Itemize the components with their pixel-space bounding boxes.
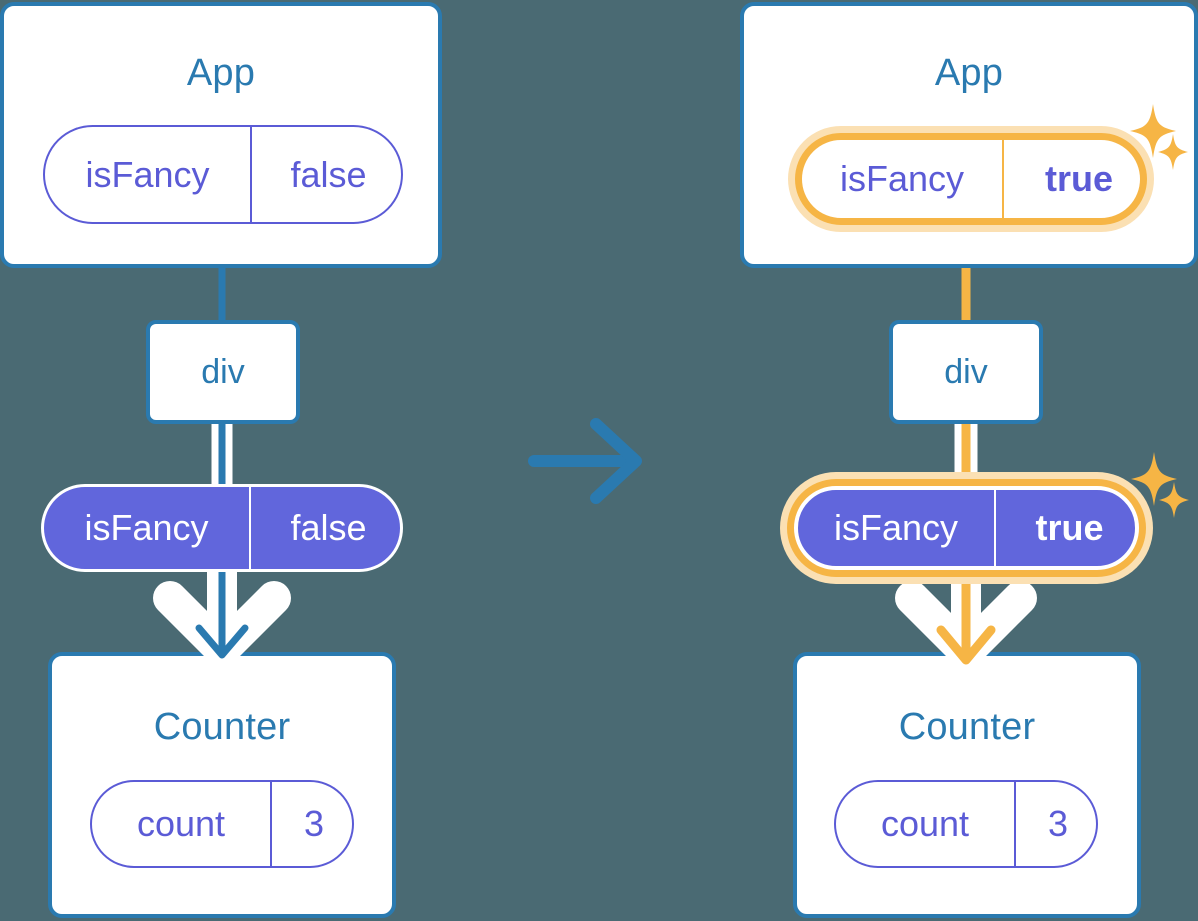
state-pill-value: false: [250, 127, 405, 222]
state-pill-key: count: [136, 803, 226, 844]
flow-arrow-left: [153, 566, 291, 667]
state-pill-value: true: [1002, 140, 1154, 218]
state-pill-counter-count-left[interactable]: count 3: [90, 780, 354, 868]
state-pill-app-isfancy-left[interactable]: isFancy false: [43, 125, 403, 224]
state-pill-value: 3: [270, 782, 356, 866]
sparkle-icon-large: [1130, 104, 1176, 158]
prop-pill-value: true: [994, 490, 1143, 566]
prop-pill-value: false: [249, 487, 406, 569]
page-title-app-right: App: [934, 52, 1004, 94]
prop-pill-key: isFancy: [84, 507, 209, 548]
page-title-counter-right: Counter: [898, 706, 1036, 748]
state-pill-key: isFancy: [85, 153, 210, 195]
state-pill-key: isFancy: [839, 158, 965, 199]
page-title-app-left: App: [186, 52, 256, 94]
element-box-div-left: div: [146, 320, 300, 424]
element-box-div-right: div: [889, 320, 1043, 424]
state-pill-key: count: [880, 803, 970, 844]
sparkle-icon-large: [1131, 452, 1177, 506]
state-pill-app-isfancy-right[interactable]: isFancy true: [795, 133, 1147, 225]
element-label: div: [944, 352, 988, 391]
sparkle-icon-small: [1158, 134, 1188, 170]
prop-pill-isfancy-right[interactable]: isFancy true: [794, 486, 1139, 570]
page-title-counter-left: Counter: [153, 706, 291, 748]
sparkle-icon-small: [1159, 482, 1189, 518]
arrow-right-icon: [528, 418, 642, 504]
prop-pill-key: isFancy: [833, 507, 959, 548]
state-pill-counter-count-right[interactable]: count 3: [834, 780, 1098, 868]
flow-arrow-right: [895, 560, 1037, 669]
state-pill-value: 3: [1014, 782, 1100, 866]
prop-pill-isfancy-left[interactable]: isFancy false: [41, 484, 403, 572]
element-label: div: [201, 352, 245, 391]
